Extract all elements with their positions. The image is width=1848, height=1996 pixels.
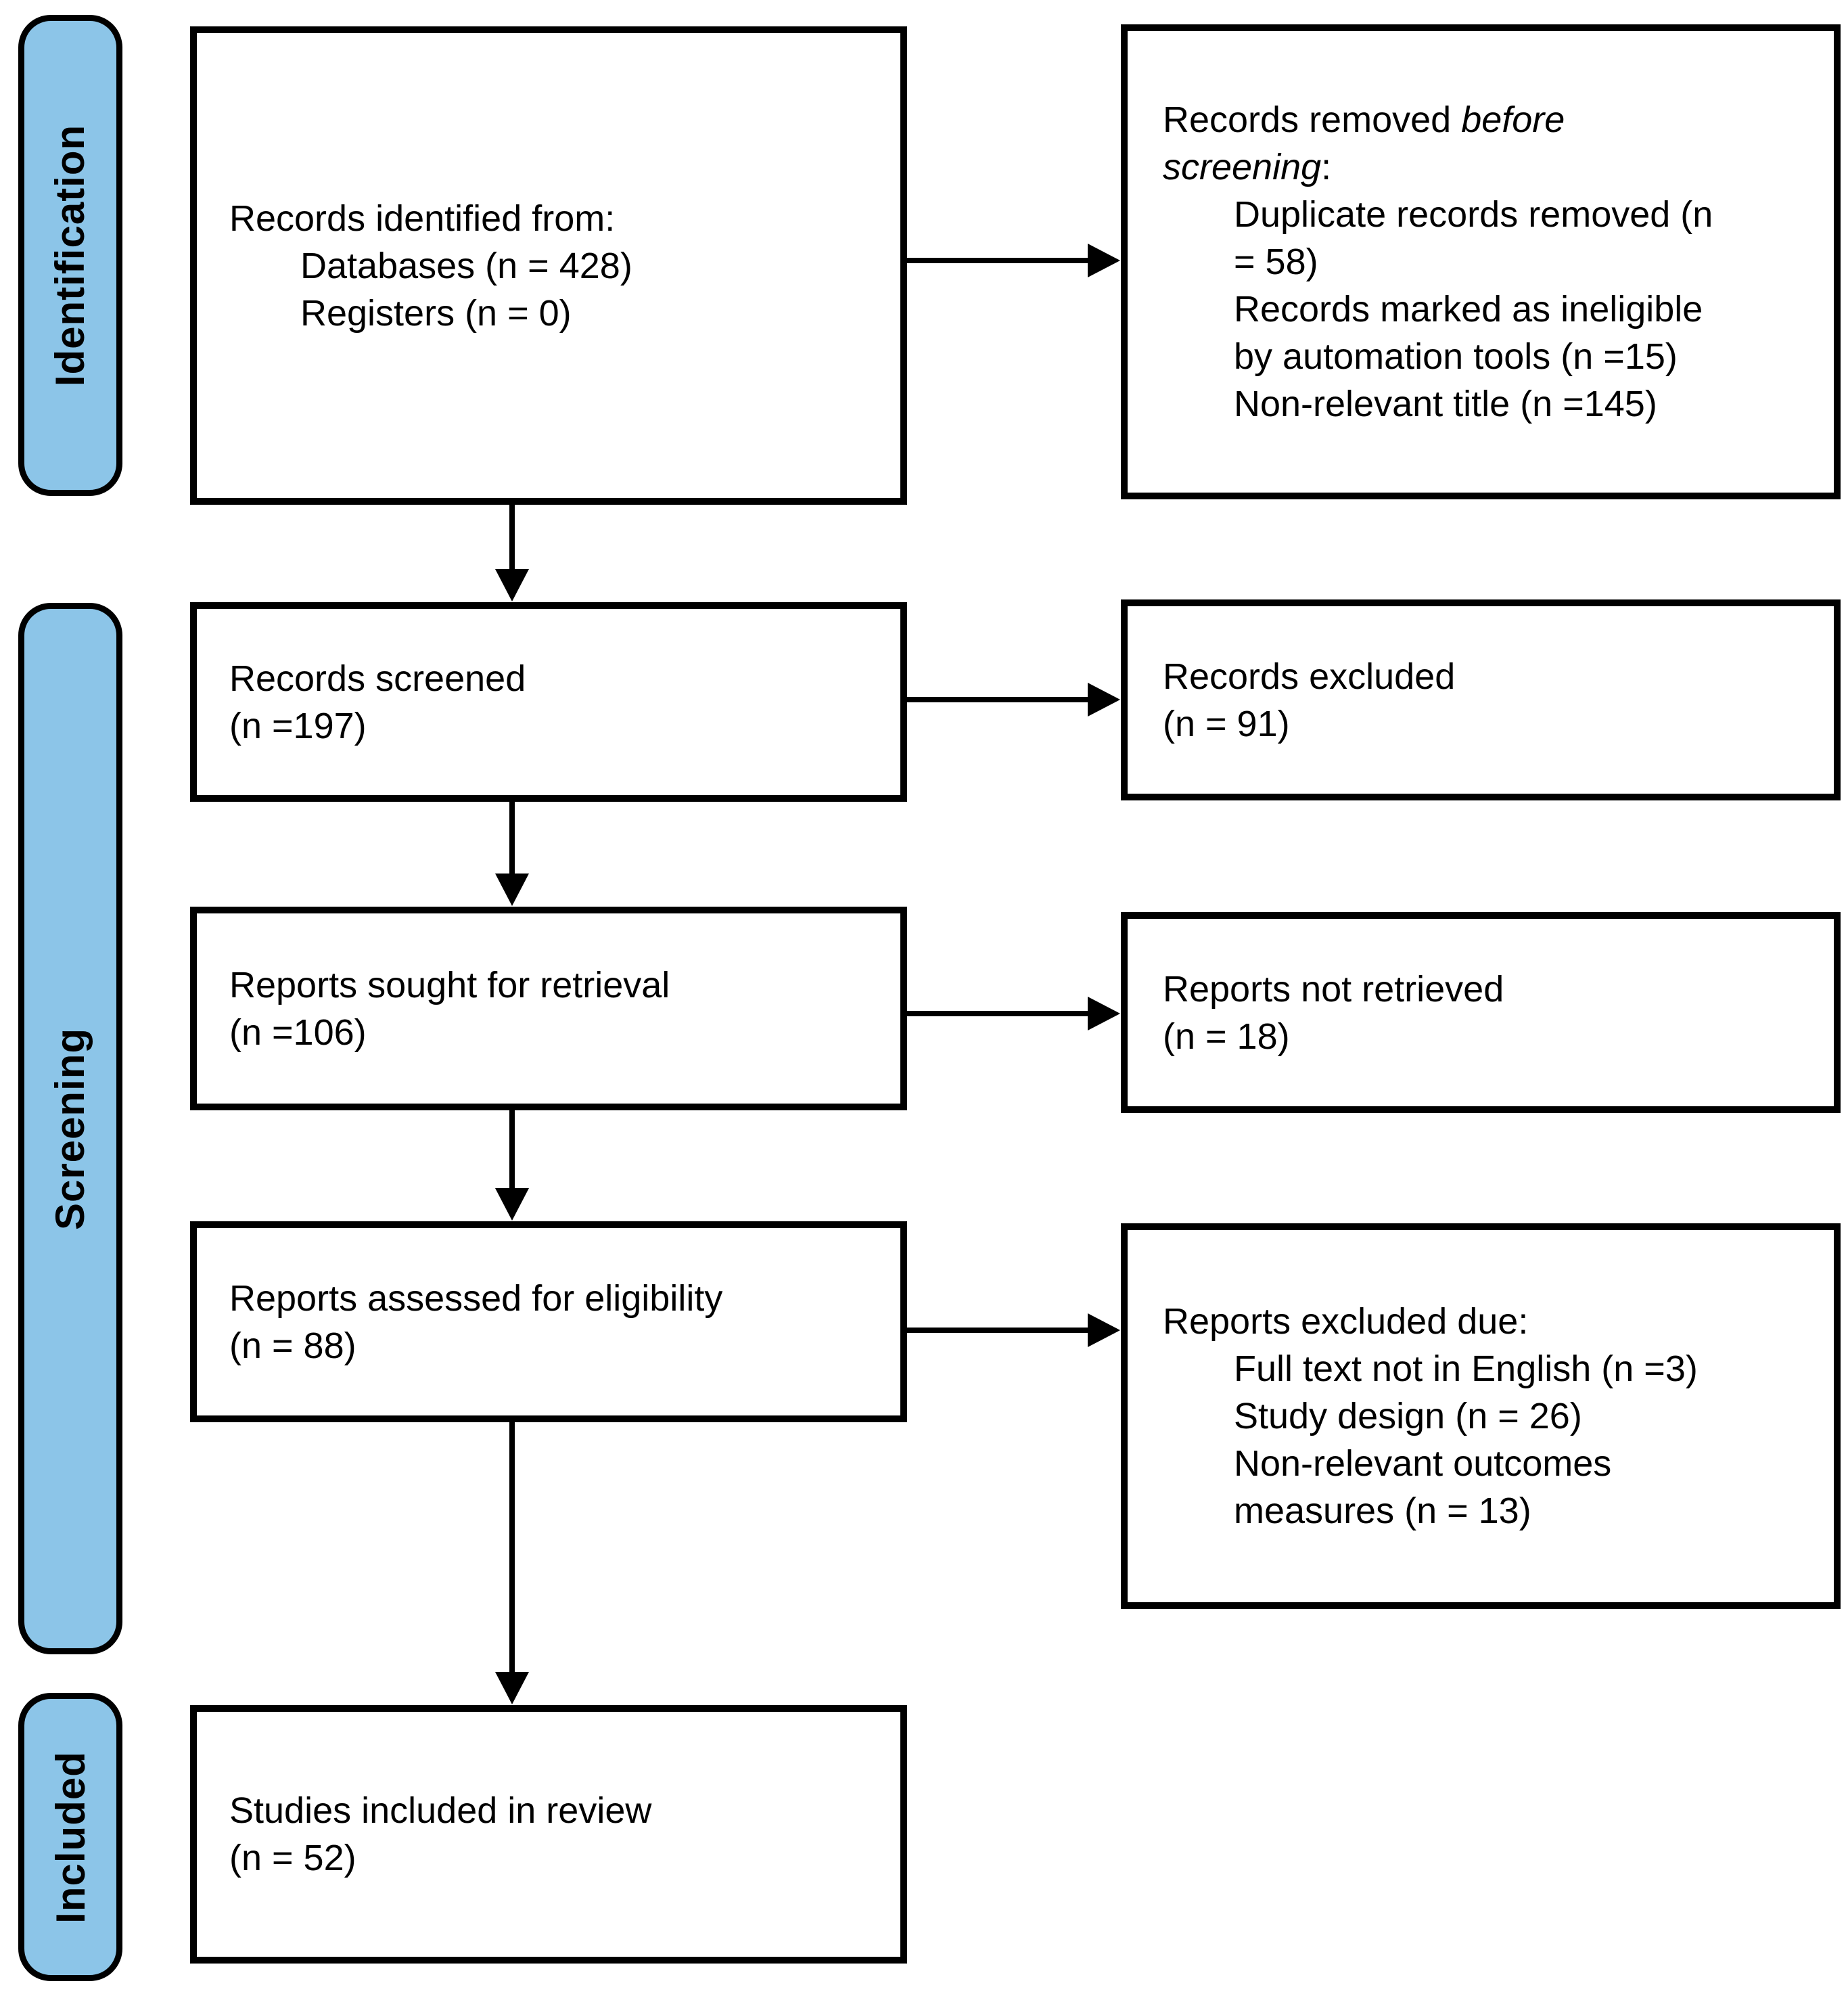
box-records-identified-title: Records identified from:: [229, 198, 616, 239]
box-records-removed-title-prefix: Records removed: [1163, 99, 1462, 140]
box-records-screened-title: Records screened: [229, 658, 526, 699]
stage-identification-label: Identification: [47, 124, 93, 387]
arrow-identified-to-removed: [907, 258, 1088, 263]
box-records-removed-title-italic: before screening: [1163, 99, 1565, 187]
arrow-assessed-to-excluded-due: [907, 1328, 1088, 1333]
box-reports-excluded-due-item: Non-relevant outcomes measures (n = 13): [1234, 1443, 1612, 1531]
stage-screening: Screening: [18, 603, 122, 1654]
box-records-identified: Records identified from: Databases (n = …: [190, 26, 907, 505]
box-records-identified-item: Registers (n = 0): [300, 292, 572, 334]
box-reports-sought-title: Reports sought for retrieval: [229, 964, 670, 1005]
box-reports-not-retrieved: Reports not retrieved (n = 18): [1121, 912, 1841, 1113]
box-records-excluded: Records excluded (n = 91): [1121, 599, 1841, 800]
box-reports-excluded-due-title: Reports excluded due:: [1163, 1301, 1529, 1342]
box-records-removed-item: Records marked as ineligible by automati…: [1234, 289, 1703, 377]
box-records-removed-title: Records removed before screening:: [1163, 96, 1739, 191]
box-records-removed-title-suffix: :: [1321, 147, 1332, 187]
arrow-assessed-to-included: [509, 1421, 515, 1673]
stage-included: Included: [18, 1693, 122, 1981]
box-records-screened-count: (n =197): [229, 705, 367, 746]
box-reports-assessed: Reports assessed for eligibility (n = 88…: [190, 1221, 907, 1422]
stage-included-label: Included: [47, 1750, 93, 1924]
arrow-identified-to-screened: [509, 505, 515, 570]
stage-identification: Identification: [18, 15, 122, 496]
box-records-identified-item: Databases (n = 428): [300, 245, 632, 286]
box-reports-assessed-count: (n = 88): [229, 1325, 356, 1366]
stage-screening-label: Screening: [47, 1027, 93, 1230]
arrow-sought-to-assessed: [509, 1110, 515, 1189]
arrow-sought-to-not-retrieved: [907, 1011, 1088, 1016]
box-records-removed-item: Duplicate records removed (n = 58): [1234, 194, 1713, 282]
box-records-excluded-count: (n = 91): [1163, 703, 1290, 744]
box-reports-assessed-title: Reports assessed for eligibility: [229, 1277, 723, 1319]
box-studies-included-count: (n = 52): [229, 1838, 356, 1878]
box-reports-sought: Reports sought for retrieval (n =106): [190, 907, 907, 1110]
box-records-excluded-title: Records excluded: [1163, 656, 1456, 697]
arrow-screened-to-sought: [509, 802, 515, 874]
box-records-removed-item: Non-relevant title (n =145): [1234, 384, 1657, 424]
box-studies-included-title: Studies included in review: [229, 1790, 652, 1831]
box-reports-excluded-due-item: Full text not in English (n =3): [1234, 1348, 1698, 1389]
arrow-screened-to-excluded: [907, 697, 1088, 702]
box-reports-not-retrieved-title: Reports not retrieved: [1163, 968, 1504, 1010]
box-reports-sought-count: (n =106): [229, 1012, 367, 1053]
box-records-removed: Records removed before screening: Duplic…: [1121, 24, 1841, 499]
box-reports-excluded-due: Reports excluded due: Full text not in E…: [1121, 1223, 1841, 1609]
box-reports-not-retrieved-count: (n = 18): [1163, 1016, 1290, 1057]
box-studies-included: Studies included in review (n = 52): [190, 1705, 907, 1964]
box-reports-excluded-due-item: Study design (n = 26): [1234, 1396, 1582, 1436]
box-records-screened: Records screened (n =197): [190, 602, 907, 802]
